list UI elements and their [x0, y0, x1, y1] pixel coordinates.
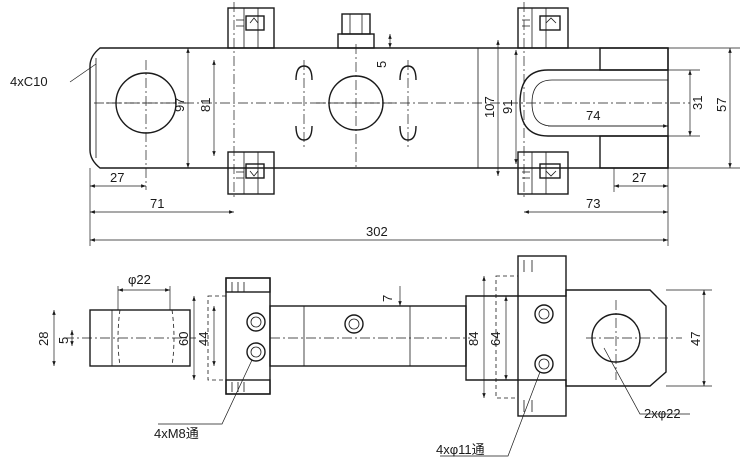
dim-7-label: 7	[380, 295, 395, 302]
dim-91-label: 91	[500, 100, 515, 114]
right-end-block-top	[599, 47, 669, 71]
front-left-clamp-bottom	[225, 379, 271, 395]
front-left-clamp-hidden	[207, 295, 227, 381]
front-left-clamp	[225, 277, 271, 395]
dim-302-label: 302	[366, 224, 388, 239]
front-right-lug	[465, 289, 667, 387]
left-clamp	[227, 2, 275, 200]
dim-64-label: 64	[488, 332, 503, 346]
dim-84-label: 84	[466, 332, 481, 346]
top-fitting	[341, 13, 371, 35]
dim-5-front-label: 5	[56, 337, 71, 344]
dim-dia22-label: φ22	[128, 272, 151, 287]
front-left-clamp-ticks	[231, 282, 245, 392]
m8-note: 4xM8通	[154, 426, 199, 441]
d11-leader	[440, 371, 541, 457]
dim-27-right-label: 27	[632, 170, 646, 185]
right-clamp	[517, 2, 569, 200]
dim-74-label: 74	[586, 108, 600, 123]
center-bolt	[344, 314, 364, 334]
dim-81-label: 81	[198, 98, 213, 112]
dim-28-label: 28	[36, 332, 51, 346]
front-view: φ22 28 5 60 44 7 84 64 47 4xM8通 4xφ11通 2…	[36, 255, 712, 457]
d11-bolt-top	[534, 304, 554, 324]
dim-31-label: 31	[690, 96, 705, 110]
front-right-clamp-hidden	[495, 275, 519, 399]
front-right-clamp	[517, 255, 567, 417]
dim-107-label: 107	[482, 96, 497, 118]
dim-5-label: 5	[374, 61, 389, 68]
d22-leader	[603, 347, 690, 415]
dim-71-label: 71	[150, 196, 164, 211]
dim-27-left-label: 27	[110, 170, 124, 185]
front-right-clamp-ticks	[523, 260, 533, 412]
top-view: 4xC10 97 81 5 107 91 74 31 57 27 71 302 …	[10, 2, 740, 246]
dim-44-label: 44	[196, 332, 211, 346]
dim-73-label: 73	[586, 196, 600, 211]
front-left-clamp-top	[225, 277, 271, 293]
right-slot-inner	[531, 79, 668, 127]
m8-leader	[158, 359, 253, 425]
dim-97-label: 97	[172, 98, 187, 112]
dim-47-label: 47	[688, 332, 703, 346]
chamfer-leader	[69, 63, 97, 83]
right-end-block-bottom	[599, 135, 669, 169]
dim-57-label: 57	[714, 98, 729, 112]
d22-note: 2xφ22	[644, 406, 681, 421]
d11-bolt-bottom	[534, 354, 554, 374]
m8-bolt-top	[246, 312, 266, 332]
front-middle-shaft	[269, 305, 467, 367]
top-body-outline	[89, 47, 669, 169]
m8-bolt-bottom	[246, 342, 266, 362]
top-fitting-base	[337, 33, 375, 49]
chamfer-note: 4xC10	[10, 74, 48, 89]
d11-note: 4xφ11通	[436, 442, 485, 457]
right-slot	[519, 69, 668, 137]
dim-60-label: 60	[176, 332, 191, 346]
